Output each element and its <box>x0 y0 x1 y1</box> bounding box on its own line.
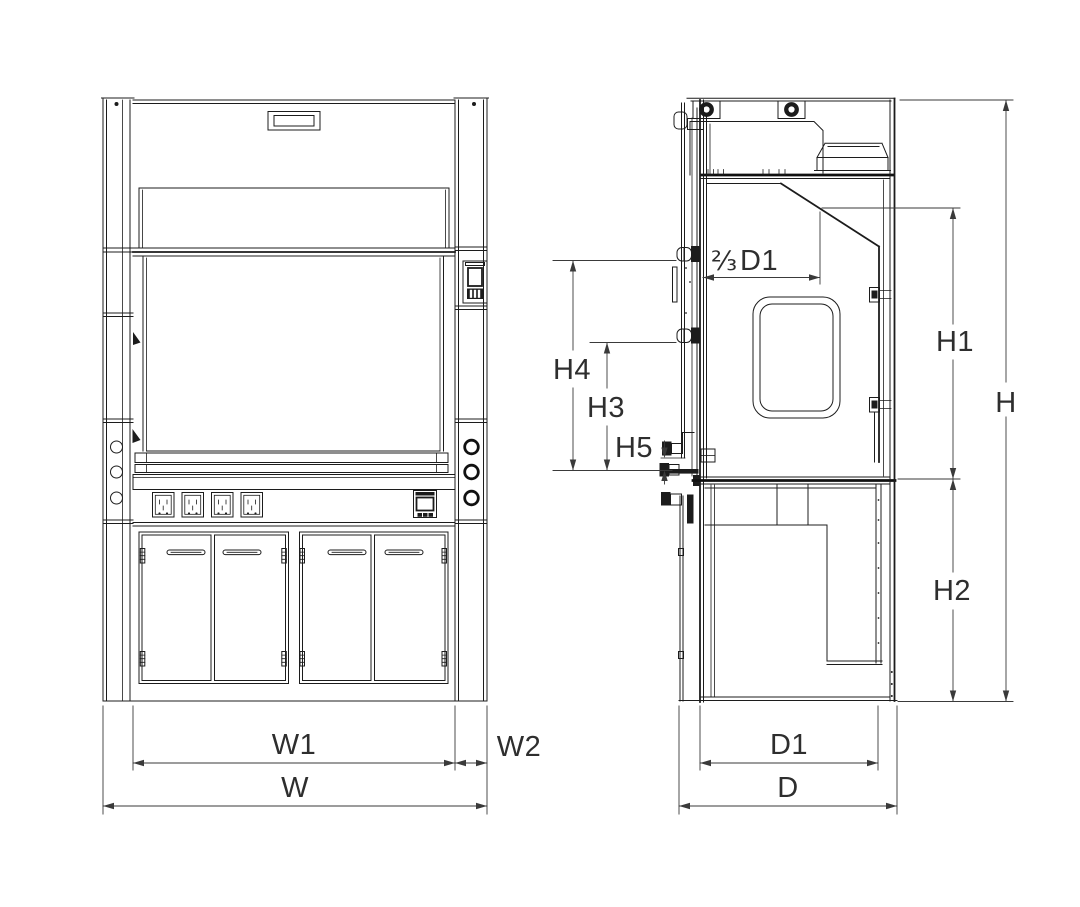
airfoil-sill <box>132 452 456 490</box>
valve-knob <box>463 489 480 507</box>
base-cabinet-side <box>678 97 898 702</box>
right-service-column <box>453 97 489 702</box>
service-port <box>110 491 123 505</box>
valve-knob <box>463 438 480 456</box>
service-port <box>110 440 123 454</box>
cabinet-door <box>141 534 212 681</box>
door-handle <box>327 549 367 556</box>
baffle-hangers <box>707 169 786 176</box>
power-socket <box>181 492 204 518</box>
top-vent <box>267 111 321 131</box>
panel-clamp <box>869 397 892 413</box>
exhaust-plenum <box>689 121 824 176</box>
dim-label-h2: H2 <box>933 575 971 607</box>
rear-baffle <box>779 182 881 463</box>
dim-label-h3: H3 <box>587 392 625 424</box>
door-hinges <box>139 548 447 667</box>
cabinet-door <box>302 534 372 681</box>
dimensions-side: D1 D ⅔ D1 H1 H2 H H4 <box>552 99 1016 815</box>
dim-label-w1: W1 <box>272 729 317 761</box>
service-fixture <box>676 327 701 344</box>
door-handle <box>384 549 424 556</box>
sash-stop-marker <box>133 332 141 345</box>
dim-label-two-thirds: ⅔ <box>711 246 737 277</box>
front-leg <box>679 495 684 702</box>
panel-clamp <box>869 287 892 303</box>
front-view <box>101 97 489 702</box>
dim-label-w2: W2 <box>497 731 542 763</box>
controller-screen <box>415 496 435 512</box>
dim-label-w: W <box>281 772 309 804</box>
service-fixture <box>676 246 701 262</box>
hood-body <box>132 99 456 490</box>
valve-knob <box>463 463 480 481</box>
sash-rail-assembly <box>659 99 716 703</box>
power-socket <box>152 492 175 518</box>
dim-label-h1: H1 <box>936 326 974 358</box>
bolt-dot <box>114 102 119 106</box>
sash-pulley-bracket <box>673 111 688 130</box>
cabinet-door <box>214 534 286 681</box>
power-socket <box>240 492 263 518</box>
service-port <box>110 465 123 479</box>
base-cabinet-front <box>102 531 488 702</box>
dim-label-h5: H5 <box>615 432 653 464</box>
dim-label-d: D <box>777 772 798 804</box>
chamber-interior <box>706 179 892 477</box>
monitor-screen <box>467 267 483 287</box>
cabinet-door <box>374 534 446 681</box>
dim-label-h: H <box>995 387 1016 419</box>
door-handle <box>222 549 262 556</box>
outlet-panel <box>132 489 456 527</box>
controller-panel <box>413 490 437 518</box>
dim-label-h4: H4 <box>553 354 591 386</box>
side-view <box>659 97 898 703</box>
power-socket <box>211 492 234 518</box>
sash-handle-profile <box>672 266 678 303</box>
exhaust-collar <box>814 142 891 171</box>
side-window <box>752 296 841 419</box>
left-service-column <box>101 97 135 702</box>
top-structure <box>673 97 896 179</box>
door-handle <box>166 549 206 556</box>
dim-label-two-thirds-d1: D1 <box>740 245 778 277</box>
dim-label-d1: D1 <box>770 729 808 761</box>
dimensions-front: W1 W2 W <box>102 705 542 815</box>
sash-stop-marker <box>132 429 141 443</box>
bolt-dot <box>472 102 476 106</box>
airflow-monitor <box>462 260 488 304</box>
